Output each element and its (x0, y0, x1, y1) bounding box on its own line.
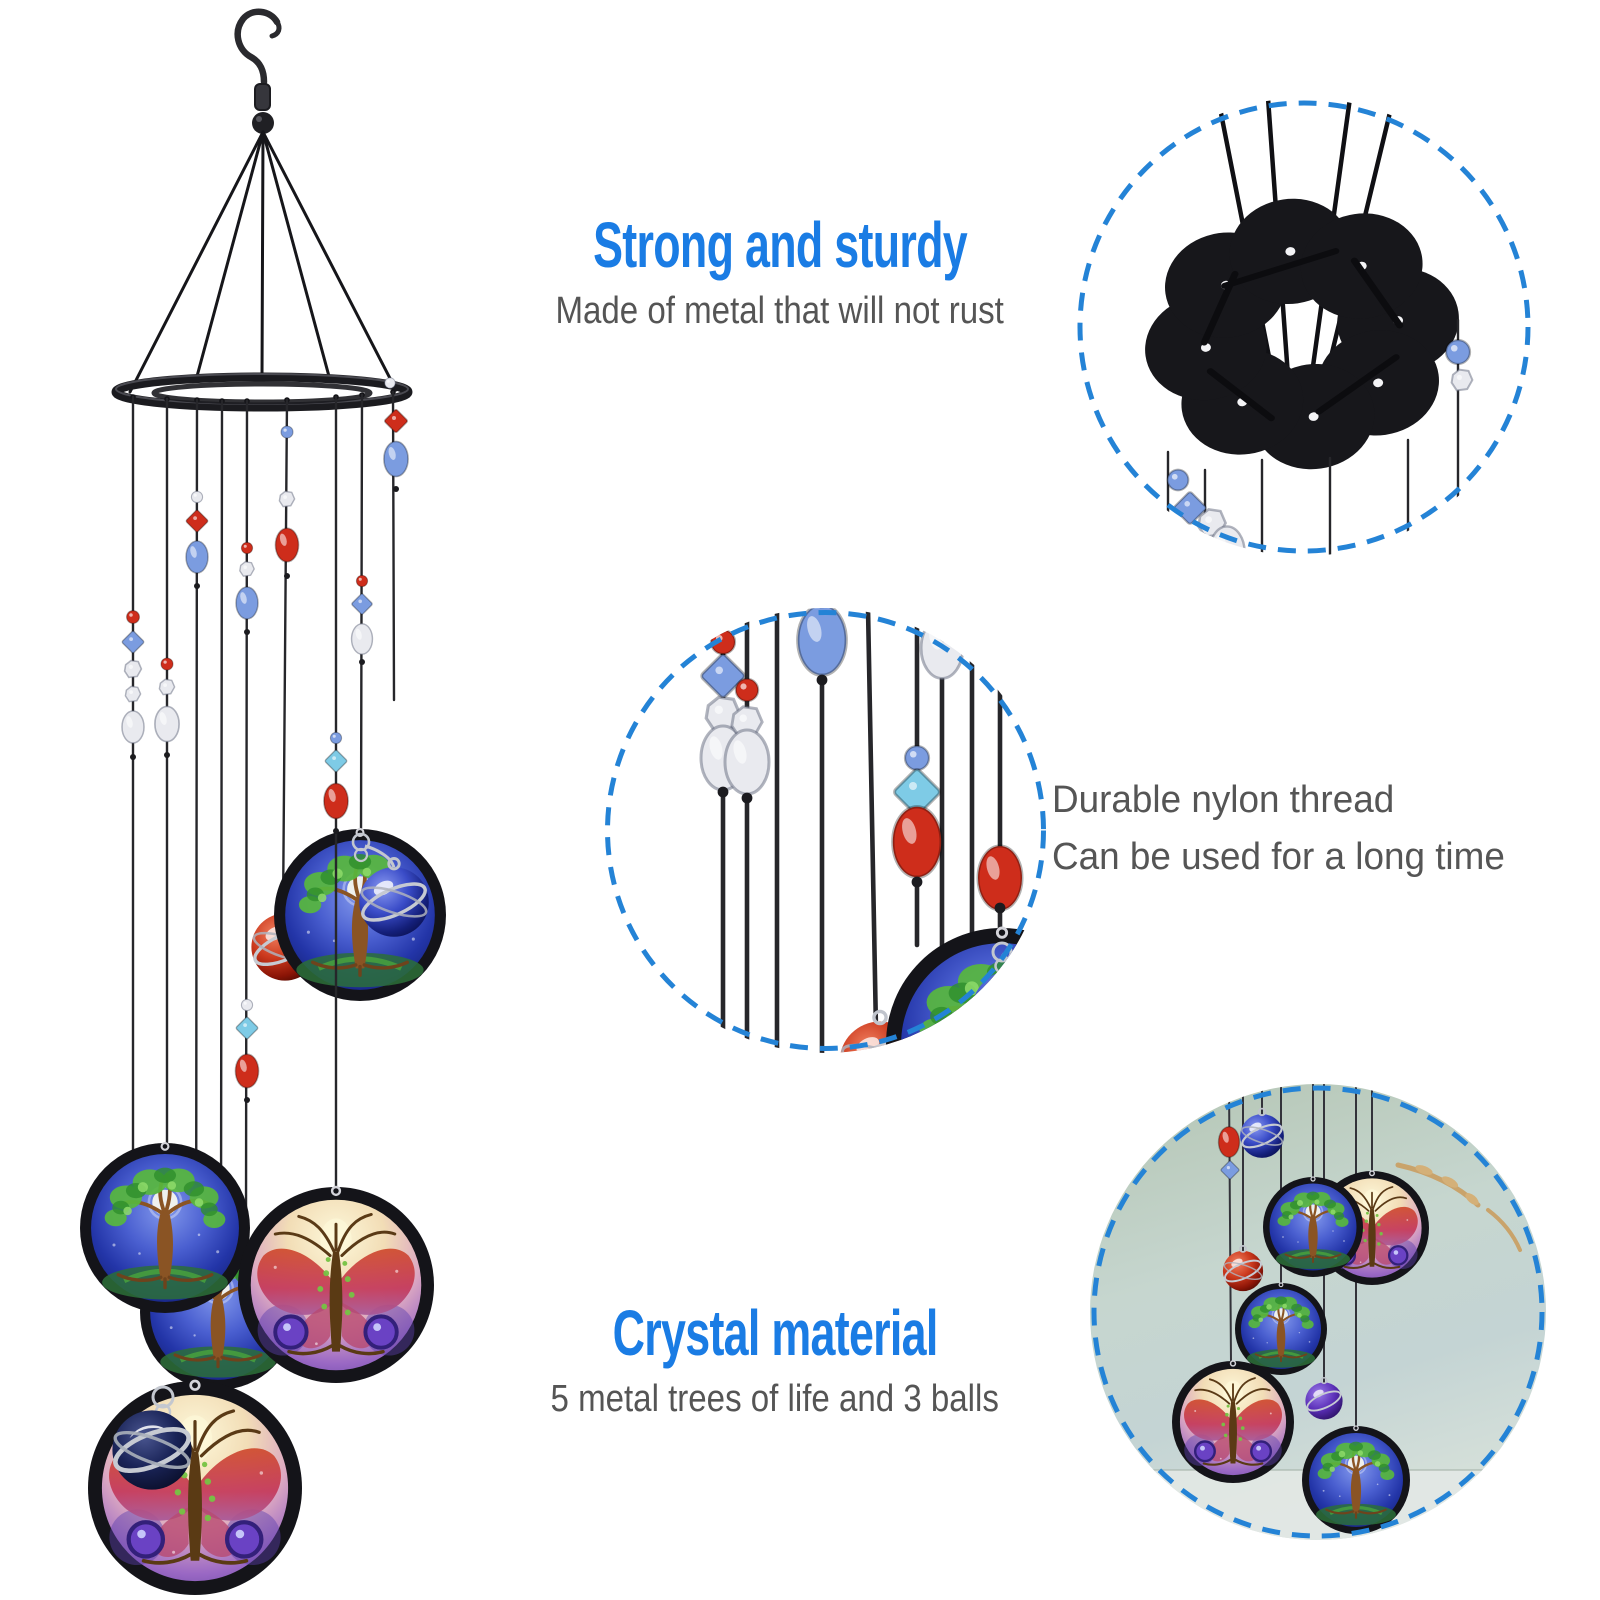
tree-of-life-disc (1233, 1281, 1329, 1377)
main-product-photo (0, 0, 520, 1600)
butterfly-disc (1170, 1359, 1296, 1485)
feature-crystal-subtitle: 5 metal trees of life and 3 balls (550, 1378, 1000, 1420)
butterfly-disc (236, 1185, 436, 1385)
feature-thread: Durable nylon thread Can be used for a l… (1052, 772, 1600, 886)
tree-of-life-disc (80, 1143, 250, 1313)
feature-strong-title: Strong and sturdy (593, 209, 968, 281)
detail-beads (1217, 1126, 1241, 1181)
tree-of-life-disc (1300, 1424, 1412, 1536)
tree-of-life-disc (886, 928, 1048, 1053)
feature-thread-line2: Can be used for a long time (1052, 836, 1505, 878)
disc-hook-wire (351, 832, 396, 869)
detail-callout-crystal-discs (1090, 1084, 1546, 1540)
feature-thread-line1: Durable nylon thread (1052, 779, 1395, 821)
thread-detail (605, 608, 1048, 1053)
dashed-circle-border (1091, 1085, 1545, 1539)
crystal-discs-detail (1090, 1084, 1546, 1540)
detail-callout-thread-beads (603, 608, 1048, 1053)
feature-crystal-title: Crystal material (612, 1297, 939, 1369)
metal-ring (111, 372, 413, 412)
feature-strong: Strong and sturdy Made of metal that wil… (500, 212, 1060, 334)
feature-crystal: Crystal material 5 metal trees of life a… (495, 1300, 1055, 1422)
s-hook (234, 8, 282, 134)
butterfly-disc (88, 1381, 302, 1595)
dashed-circle-border (605, 610, 1046, 1051)
flower-ring-graphic (1127, 177, 1478, 490)
hanger-cords (128, 130, 398, 394)
tree-of-life-disc (1261, 1175, 1365, 1279)
wind-chime-illustration (0, 8, 520, 1600)
metal-ring-detail (1077, 98, 1531, 556)
dashed-circle-border (1077, 100, 1531, 554)
feature-strong-subtitle: Made of metal that will not rust (555, 290, 1005, 332)
dry-plant-stalk (1395, 1162, 1522, 1252)
detail-callout-metal-ring (1075, 98, 1533, 556)
